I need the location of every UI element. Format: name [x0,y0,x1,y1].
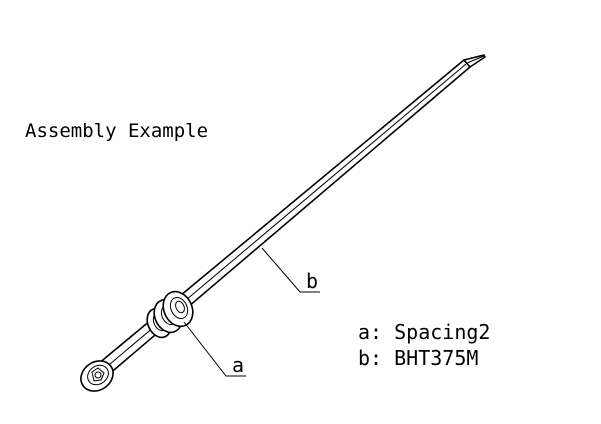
legend-item-a: a: Spacing2 [358,320,490,344]
diagram-title: Assembly Example [25,120,208,142]
callout-a-label: a [232,353,244,377]
legend-item-b: b: BHT375M [358,346,478,370]
callout-b-label: b [306,269,318,293]
spacer-part-a [146,290,194,339]
parts-legend: a: Spacing2 b: BHT375M [358,320,490,370]
callout-b: b [261,247,320,293]
rod-head [80,360,114,392]
callout-a: a [183,321,246,377]
